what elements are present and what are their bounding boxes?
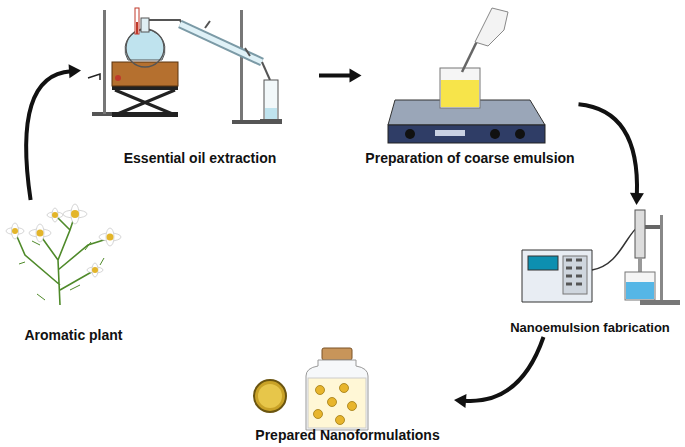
arrow-line bbox=[26, 71, 71, 200]
flow-arrow bbox=[26, 64, 81, 200]
arrow-head bbox=[454, 394, 466, 408]
daisy-flowers bbox=[6, 204, 121, 277]
arrow-head bbox=[350, 69, 362, 83]
arrow-head bbox=[69, 64, 81, 78]
arrow-line bbox=[319, 74, 352, 78]
formulation-products bbox=[254, 348, 368, 430]
distillation-apparatus bbox=[88, 8, 282, 124]
stage-node: Essential oil extraction bbox=[81, 0, 319, 168]
ultrasonic-homogenizer bbox=[522, 210, 680, 305]
plant-illustration bbox=[15, 215, 110, 305]
flow-arrow bbox=[454, 337, 544, 408]
stage-label: Nanoemulsion fabrication bbox=[497, 320, 683, 335]
flow-arrow bbox=[319, 69, 362, 83]
arrow-line bbox=[464, 337, 544, 401]
stage-node: Aromatic plant bbox=[2, 200, 145, 345]
flow-arrow bbox=[579, 104, 644, 205]
hot-plate-stirrer bbox=[388, 8, 545, 143]
arrow-head bbox=[630, 193, 644, 205]
stage-label: Preparation of coarse emulsion bbox=[362, 150, 579, 166]
stage-label: Aromatic plant bbox=[2, 327, 145, 343]
stage-node: Nanoemulsion fabrication bbox=[497, 205, 683, 337]
stage-node: Preparation of coarse emulsion bbox=[362, 0, 579, 168]
stage-label: Essential oil extraction bbox=[81, 150, 319, 166]
stage-label: Prepared Nanoformulations bbox=[241, 427, 454, 443]
arrow-line bbox=[579, 104, 638, 195]
stage-node: Prepared Nanoformulations bbox=[241, 345, 454, 445]
